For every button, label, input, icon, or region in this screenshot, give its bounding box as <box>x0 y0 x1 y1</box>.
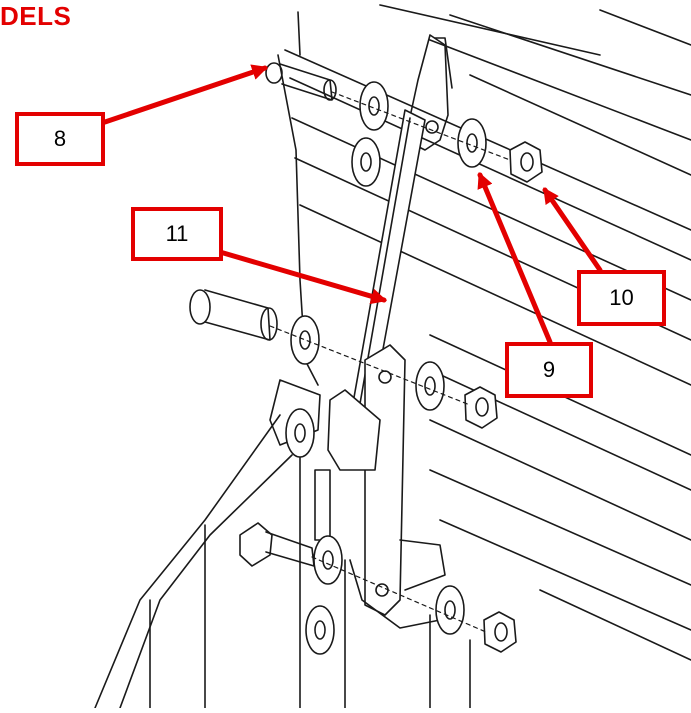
section-heading: DELS <box>0 1 72 31</box>
callout-label: 8 <box>53 126 67 151</box>
panel-lines <box>284 4 691 661</box>
bolt-lower <box>239 522 315 567</box>
side-panel <box>94 11 471 709</box>
nuts <box>464 141 543 653</box>
arrow-9 <box>477 172 553 345</box>
bolt-middle <box>189 289 278 341</box>
callout-arrows <box>102 64 603 345</box>
callout-label: 11 <box>165 221 189 246</box>
callout-9: 9 <box>505 342 593 398</box>
axis-lines <box>269 91 511 633</box>
washers <box>285 81 487 655</box>
callout-label: 10 <box>609 285 634 310</box>
arrow-10 <box>542 187 603 273</box>
arrow-8 <box>102 64 269 125</box>
callout-10: 10 <box>577 270 666 326</box>
callout-label: 9 <box>542 357 556 382</box>
arrow-11 <box>217 249 388 305</box>
bolt-top <box>265 62 337 101</box>
callout-11: 11 <box>131 207 223 261</box>
callout-8: 8 <box>15 112 105 166</box>
lower-bracket <box>364 344 406 616</box>
